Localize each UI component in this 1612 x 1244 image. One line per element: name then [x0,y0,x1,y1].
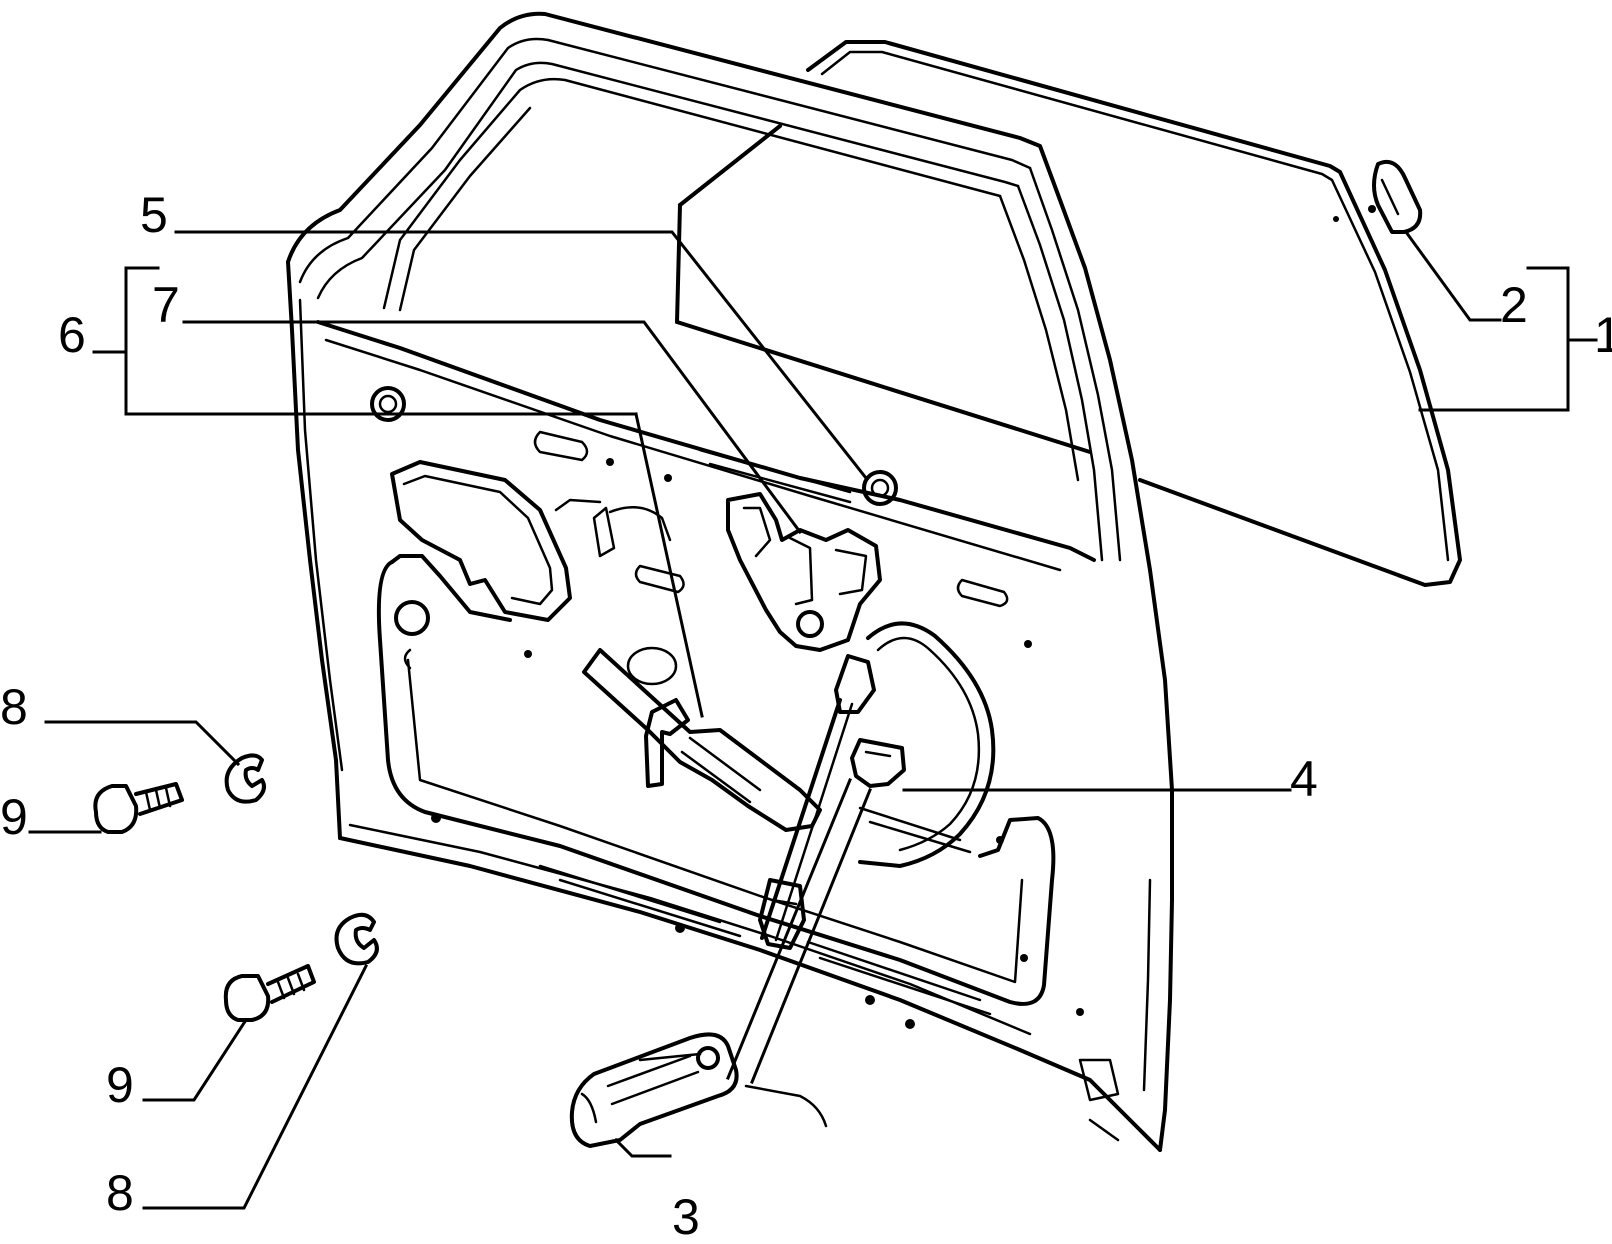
callout-9-lower: 9 [106,1057,134,1113]
callout-8-lower: 8 [106,1165,134,1221]
leader-6-regulator [634,412,704,718]
leader-9-lower [142,1017,249,1102]
callout-2: 2 [1500,277,1528,333]
callout-6: 6 [58,307,86,363]
leader-8-lower [142,963,369,1210]
leader-3-rail-b [750,788,872,1084]
inner-panel [370,386,1084,1029]
callout-4: 4 [1290,751,1318,807]
callout-3: 3 [672,1189,700,1244]
bracket-1 [1526,266,1570,412]
callout-8-upper: 8 [0,679,28,735]
regulator-bracket [554,492,882,652]
bracket-6 [124,266,638,416]
leader-7 [182,320,803,535]
regulator-end-clip [569,1032,739,1148]
callout-9-upper: 9 [0,789,28,845]
leader-3 [613,1137,672,1158]
callouts: 5 7 6 2 1 4 8 9 9 8 3 [0,187,1612,1244]
callout-5: 5 [140,187,168,243]
lower-bolt [223,964,316,1022]
door-shell [286,11,1174,1152]
leader-2 [1403,229,1502,322]
window-regulator [582,621,996,950]
door-glass [675,40,1462,587]
leader-8-upper [44,720,241,767]
glass-clip [1333,159,1423,234]
upper-nut-clip [224,753,266,804]
leader-5 [174,230,869,481]
upper-bolt [93,782,184,834]
floor-hint [638,1052,828,1128]
leader-lines [28,229,1598,1210]
callout-7: 7 [152,277,180,333]
callout-1: 1 [1594,307,1612,363]
leader-3-rail [726,778,852,1080]
lower-nut-clip [334,912,379,966]
